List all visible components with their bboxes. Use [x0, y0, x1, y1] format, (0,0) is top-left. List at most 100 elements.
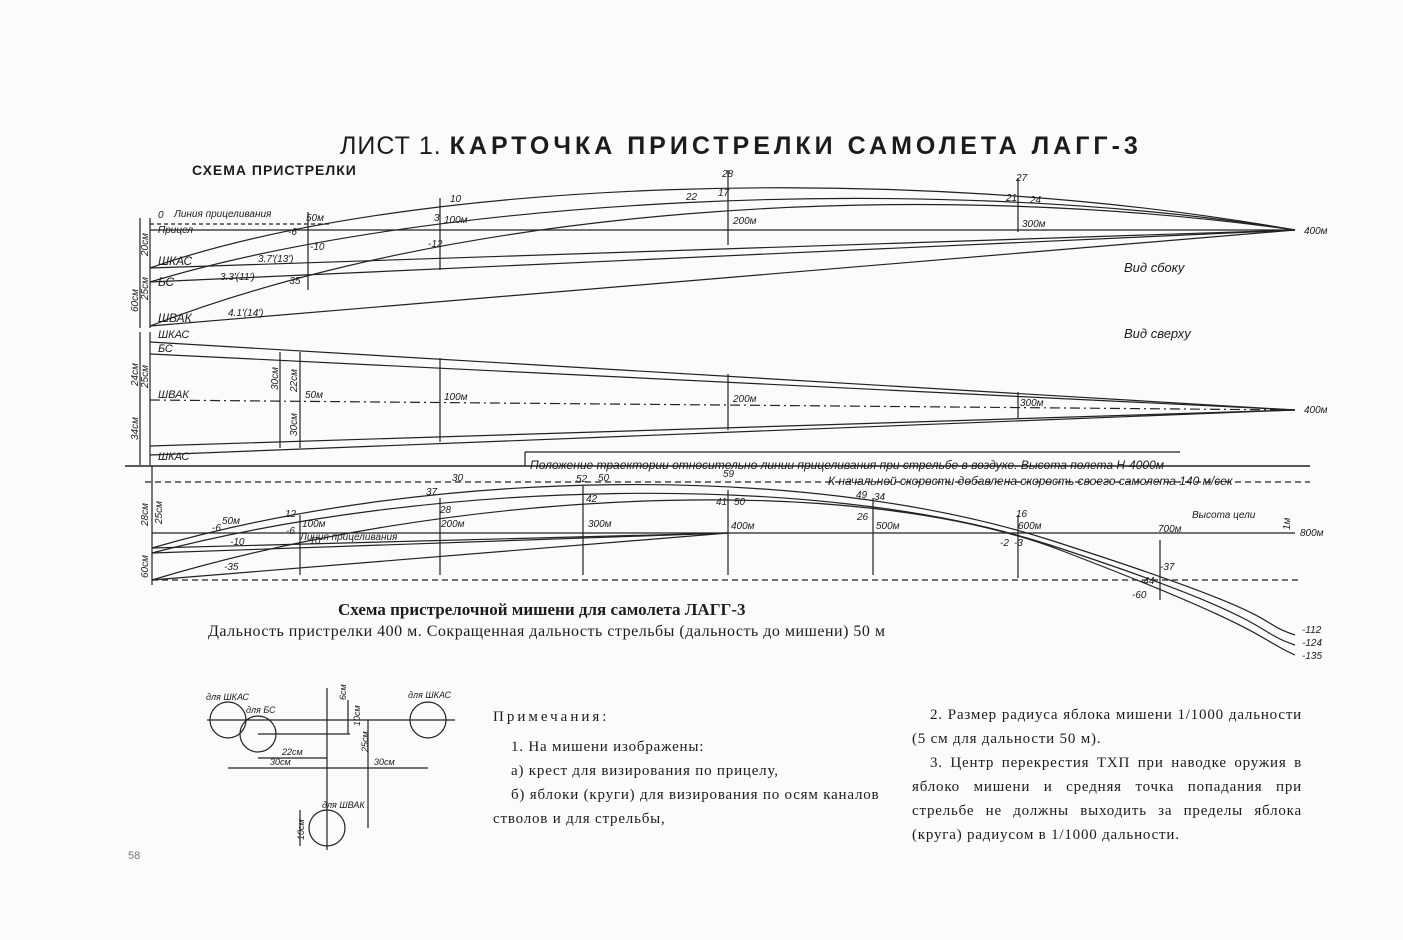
notes-left: Примечания: 1. На мишени изображены: а) …: [493, 705, 893, 831]
side-dist-100: 100м: [444, 215, 468, 226]
top-dim-34: 34см: [130, 417, 141, 440]
top-dim-30b: 30см: [289, 413, 300, 436]
air-val-n2: -2: [1000, 538, 1009, 549]
side-val-28: 28: [721, 169, 734, 180]
top-dist-100: 100м: [444, 392, 468, 403]
target-label-shvak: для ШВАК: [322, 800, 365, 810]
air-sight-line-label: Линия прицеливания: [299, 532, 398, 543]
side-angle-shvak: 4.1'(14'): [228, 308, 264, 319]
air-note-1: Положение траектории относительно линии …: [530, 458, 1164, 472]
notes-heading: Примечания:: [493, 709, 610, 725]
title-main: КАРТОЧКА ПРИСТРЕЛКИ САМОЛЕТА ЛАГГ-3: [449, 132, 1142, 160]
air-val-50a: 50: [598, 473, 610, 484]
side-trajectory-shvak: [149, 203, 1296, 327]
note-1a: а) крест для визирования по прицелу,: [511, 763, 779, 779]
air-val-n44: -44: [1140, 576, 1155, 587]
air-val-26: 26: [856, 512, 869, 523]
side-zero: 0: [158, 210, 164, 221]
top-dist-400: 400м: [1304, 405, 1328, 416]
air-val-n135: -135: [1302, 651, 1322, 662]
air-dim-1m: 1м: [1282, 517, 1293, 530]
side-val-17: 17: [718, 188, 730, 199]
target-label-shkas-right: для ШКАС: [408, 690, 451, 700]
side-dist-400: 400м: [1304, 226, 1328, 237]
side-val-n6: -6: [288, 227, 297, 238]
air-val-n3: -3: [1014, 538, 1023, 549]
air-val-30: 30: [452, 473, 464, 484]
side-dim-25: 25см: [140, 277, 151, 301]
air-dist-600: 600м: [1018, 521, 1042, 532]
side-val-22: 22: [685, 192, 698, 203]
air-val-59: 59: [723, 469, 735, 480]
note-3: 3. Центр перекрестия ТХП при наводке ору…: [912, 755, 1302, 843]
air-note-2: К начальной скорости добавлена скорость …: [828, 474, 1234, 488]
air-dist-500: 500м: [876, 521, 900, 532]
air-val-n112: -112: [1302, 625, 1322, 636]
top-dist-300: 300м: [1020, 398, 1044, 409]
page-number: 58: [128, 850, 141, 862]
target-dim-6: 6см: [338, 684, 348, 700]
diagram-subtitle: СХЕМА ПРИСТРЕЛКИ: [192, 162, 357, 178]
target-dim-30a: 30см: [270, 757, 291, 767]
target-caption-text: Дальность пристрелки 400 м. Сокращенная …: [208, 623, 886, 640]
air-val-n124: -124: [1302, 638, 1322, 649]
air-val-34: 34: [874, 492, 886, 503]
target-dim-10b: 10см: [296, 819, 306, 840]
top-weapon-shvak: ШВАК: [158, 389, 189, 401]
title-lead: ЛИСТ 1.: [340, 132, 442, 160]
air-val-28: 28: [439, 505, 452, 516]
note-1: 1. На мишени изображены:: [511, 739, 705, 755]
air-val-41: 41: [716, 497, 727, 508]
target-caption-title: Схема пристрелочной мишени для самолета …: [338, 600, 746, 619]
air-dist-100: 100м: [302, 519, 326, 530]
side-weapon-shkas: ШКАС: [158, 254, 192, 268]
top-line-shvak: [149, 399, 1296, 411]
air-dim-28: 28см: [140, 503, 151, 527]
side-trajectory-bs: [149, 197, 1296, 283]
air-val-12: 12: [285, 509, 297, 520]
target-dim-30b: 30см: [374, 757, 395, 767]
air-dist-200: 200м: [440, 519, 465, 530]
side-angle-shkas: 3.7'(13'): [258, 254, 294, 265]
air-dist-400: 400м: [731, 521, 755, 532]
top-dim-30a: 30см: [270, 367, 281, 390]
top-dist-50: 50м: [305, 390, 323, 401]
note-2: 2. Размер радиуса яблока мишени 1/1000 д…: [912, 707, 1302, 747]
air-dim-25: 25см: [154, 501, 165, 525]
side-view-label: Вид сбоку: [1124, 260, 1186, 275]
side-val-10: 10: [450, 194, 462, 205]
side-val-24: 24: [1029, 195, 1042, 206]
side-val-n10: -10: [310, 242, 325, 253]
target-label-shkas-left: для ШКАС: [206, 692, 249, 702]
air-dim-60: 60см: [140, 555, 151, 578]
top-dim-24: 24см: [130, 363, 141, 387]
side-dist-50: 50м: [306, 213, 324, 224]
target-dim-22: 22см: [281, 747, 303, 757]
side-weapon-shkas-bottom: ШКАС: [158, 329, 189, 341]
top-weapon-bs: БС: [158, 343, 173, 355]
top-dim-22: 22см: [289, 369, 300, 393]
top-line-bs: [149, 341, 1296, 411]
side-weapon-bs: БС: [158, 275, 175, 289]
air-dist-700: 700м: [1158, 524, 1182, 535]
top-dim-25: 25см: [140, 365, 151, 389]
top-line-shkas: [149, 409, 1296, 456]
top-dist-200: 200м: [732, 394, 757, 405]
side-val-21: 21: [1005, 193, 1017, 204]
side-sight-line-label: Линия прицеливания: [173, 209, 272, 220]
side-val-n12: -12: [428, 239, 443, 250]
top-view-label: Вид сверху: [1124, 326, 1192, 341]
side-angle-bs: 3.3'(11'): [220, 272, 255, 283]
side-dim-60: 60см: [130, 289, 141, 312]
side-dist-200: 200м: [732, 216, 757, 227]
side-val-27: 27: [1015, 173, 1028, 184]
air-trajectory-1: [151, 483, 1296, 636]
air-val-50b: 50: [734, 497, 746, 508]
page-title: ЛИСТ 1. КАРТОЧКА ПРИСТРЕЛКИ САМОЛЕТА ЛАГ…: [340, 132, 1142, 161]
target-dim-25: 25см: [360, 731, 370, 753]
air-dist-300: 300м: [588, 519, 612, 530]
target-dim-10a: 10см: [352, 705, 362, 726]
air-val-16: 16: [1016, 509, 1028, 520]
air-val-n10b: -10: [306, 536, 321, 547]
